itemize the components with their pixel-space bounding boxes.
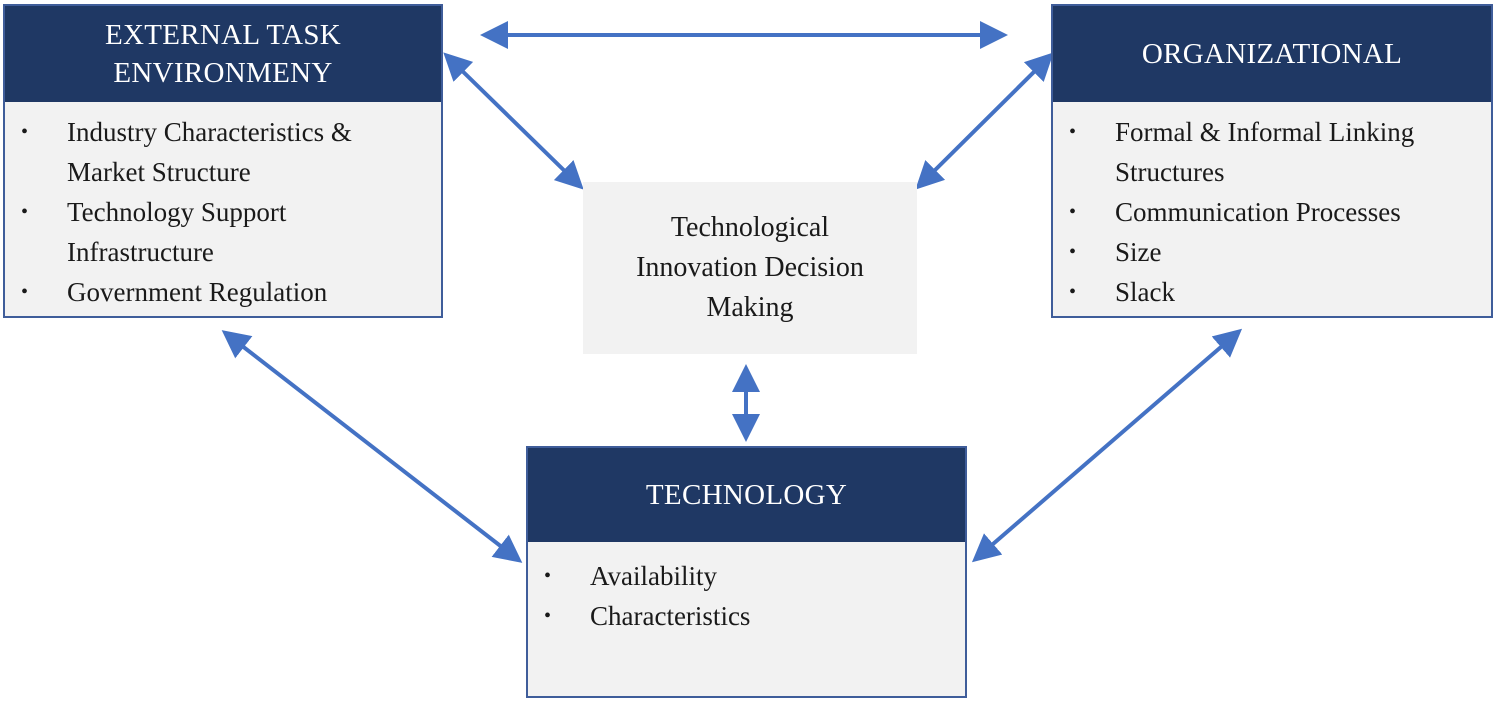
arrow-organizational-technology xyxy=(971,328,1243,563)
organizational-header: ORGANIZATIONAL xyxy=(1053,6,1491,102)
organizational-title: ORGANIZATIONAL xyxy=(1141,38,1403,70)
arrow-organizational-center xyxy=(915,52,1054,190)
external-task-environment-header: EXTERNAL TASK ENVIRONMENY xyxy=(5,6,441,102)
technology-header: TECHNOLOGY xyxy=(528,448,965,542)
list-item: •Characteristics xyxy=(528,596,965,636)
list-item: •Availability xyxy=(528,556,965,596)
external-title-line2: ENVIRONMENY xyxy=(113,57,333,89)
bullet-icon: • xyxy=(21,121,29,143)
bullet-icon: • xyxy=(21,201,29,223)
list-item: •Industry Characteristics & Market Struc… xyxy=(5,112,441,192)
list-item: •Size xyxy=(1053,232,1491,272)
list-item: •Formal & Informal Linking Structures xyxy=(1053,112,1491,192)
organizational-factor-list: •Formal & Informal Linking Structures •C… xyxy=(1053,102,1491,312)
list-item: •Technology Support Infrastructure xyxy=(5,192,441,272)
organizational-box: ORGANIZATIONAL •Formal & Informal Linkin… xyxy=(1051,4,1493,318)
external-factor-list: •Industry Characteristics & Market Struc… xyxy=(5,102,441,312)
technology-box: TECHNOLOGY •Availability •Characteristic… xyxy=(526,446,967,698)
innovation-decision-making-box: Technological Innovation Decision Making xyxy=(583,182,917,354)
bullet-icon: • xyxy=(1069,201,1077,223)
bullet-icon: • xyxy=(1069,121,1077,143)
bullet-icon: • xyxy=(544,605,552,627)
list-item: •Slack xyxy=(1053,272,1491,312)
list-item: •Government Regulation xyxy=(5,272,441,312)
center-line2: Innovation Decision xyxy=(636,252,864,283)
bullet-icon: • xyxy=(544,565,552,587)
bullet-icon: • xyxy=(1069,281,1077,303)
technology-factor-list: •Availability •Characteristics xyxy=(528,542,965,636)
center-line3: Making xyxy=(706,292,794,323)
external-task-environment-box: EXTERNAL TASK ENVIRONMENY •Industry Char… xyxy=(3,4,443,318)
technology-title: TECHNOLOGY xyxy=(645,479,848,511)
bullet-icon: • xyxy=(1069,241,1077,263)
list-item: •Communication Processes xyxy=(1053,192,1491,232)
bullet-icon: • xyxy=(21,281,29,303)
center-line1: Technological xyxy=(670,212,830,243)
external-title-line1: EXTERNAL TASK xyxy=(105,19,341,51)
arrow-external-technology xyxy=(221,330,523,563)
arrow-external-center xyxy=(443,52,584,190)
